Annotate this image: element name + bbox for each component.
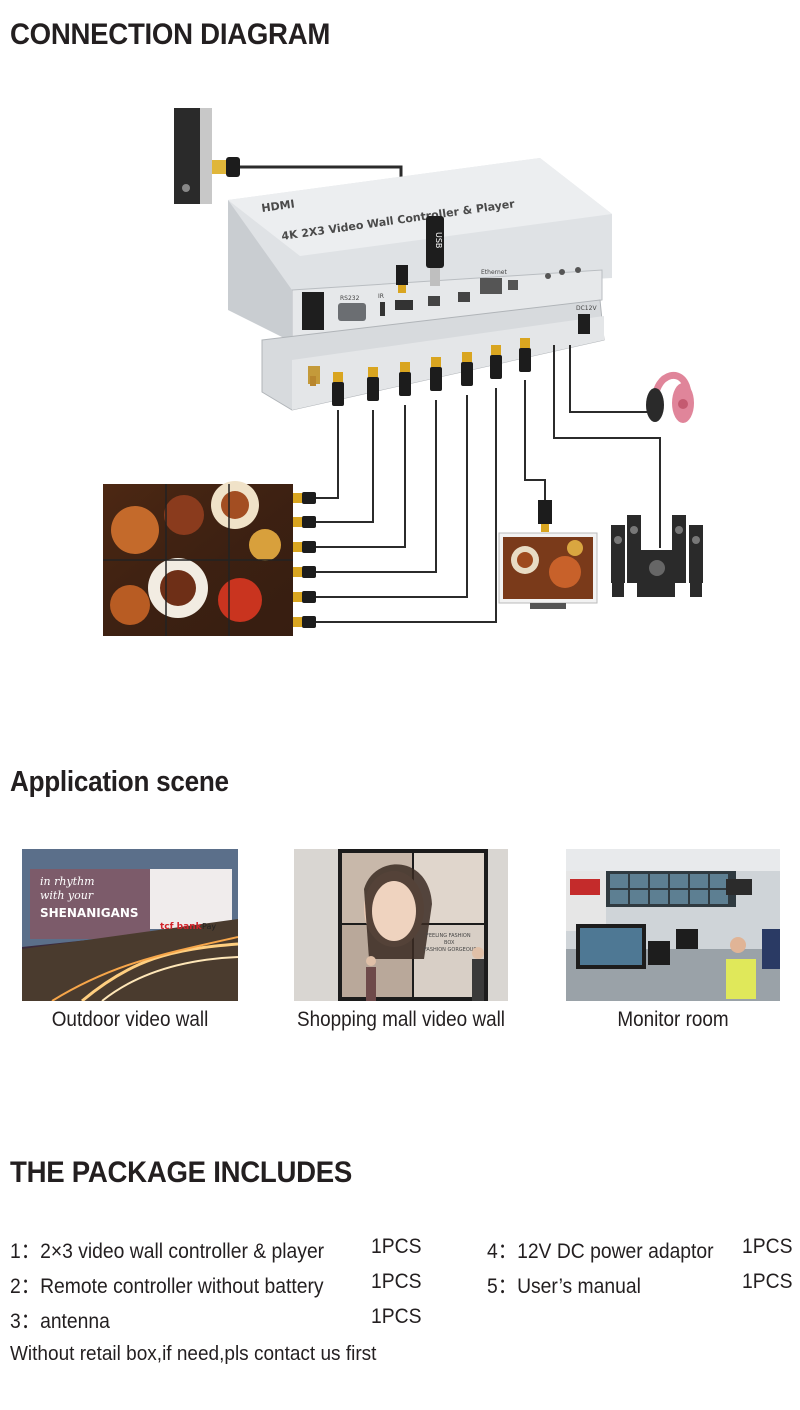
wall-input-plug [293,591,316,603]
single-tv-display [498,500,598,609]
package-item-5-qty: 1PCS [742,1270,793,1293]
wall-input-plug [293,566,316,578]
video-wall-display [103,481,293,636]
speaker-system [611,515,703,597]
wall-input-plug [293,492,316,504]
package-item-4-qty: 1PCS [742,1235,793,1258]
hdmi-output-plug [461,352,473,386]
dc-label: DC12V [576,305,597,312]
shopping-mall-caption: Shopping mall video wall [296,1008,506,1031]
usb-media-device [174,108,240,204]
monitor-room-photo [566,849,780,1001]
package-item-5: 5：User’s manual [487,1275,641,1298]
scene-billboard-line1: in rhythm [40,875,95,888]
wall-hdmi-plugs [293,492,316,628]
application-scene-heading: Application scene [10,766,229,798]
package-item-1-qty: 1PCS [371,1235,422,1258]
antenna [310,376,316,386]
device-brand: HDMI [261,197,296,215]
scene-pay-sign: Pay [202,922,216,931]
wall-input-plug [293,516,316,528]
hdmi-output-plug [519,338,531,372]
monitor-room-caption: Monitor room [617,1008,729,1031]
power-switch [302,292,324,330]
usb-stick: USB [426,216,444,286]
shopping-mall-video-wall-photo: FEELING FASHION BOX FASHION GORGEOUS [294,849,508,1001]
poster-line3: FASHION GORGEOUS [424,947,477,953]
package-note: Without retail box,if need,pls contact u… [10,1343,377,1365]
scene-bank-sign: tcf bank [160,922,203,932]
outdoor-video-wall-caption: Outdoor video wall [51,1008,209,1031]
output-cables [314,345,661,623]
scene-billboard-line3: SHENANIGANS [40,906,139,920]
scene-billboard-line2: with your [40,889,94,902]
hdmi-output-plug [332,372,344,406]
package-item-4: 4：12V DC power adaptor [487,1240,714,1263]
package-item-3: 3：antenna [10,1310,110,1333]
wall-input-plug [293,616,316,628]
hdmi-output-plug [367,367,379,401]
hdmi-output-plug [490,345,502,379]
headphones [646,371,694,423]
package-item-2-qty: 1PCS [371,1270,422,1293]
wall-input-plug [293,541,316,553]
hdmi-output-plugs [332,338,531,406]
hdmi-output-plug [399,362,411,396]
connection-diagram: HDMI 4K 2X3 Video Wall Controller & Play… [103,108,703,636]
ethernet-label: Ethernet [481,269,507,276]
package-item-3-qty: 1PCS [371,1305,422,1328]
poster-line1: FEELING FASHION [426,933,471,939]
ir-label: IR [378,293,384,300]
outdoor-video-wall-photo: in rhythm with your SHENANIGANS tcf bank… [22,849,238,1001]
connection-diagram-heading: CONNECTION DIAGRAM [10,18,331,51]
hdmi-output-plug [430,357,442,391]
rs232-label: RS232 [340,295,360,302]
usb-stick-label: USB [434,232,443,248]
package-item-1: 1：2×3 video wall controller & player [10,1240,325,1263]
package-item-2: 2：Remote controller without battery [10,1275,324,1298]
package-includes-heading: THE PACKAGE INCLUDES [10,1156,353,1189]
poster-line2: BOX [444,940,455,946]
